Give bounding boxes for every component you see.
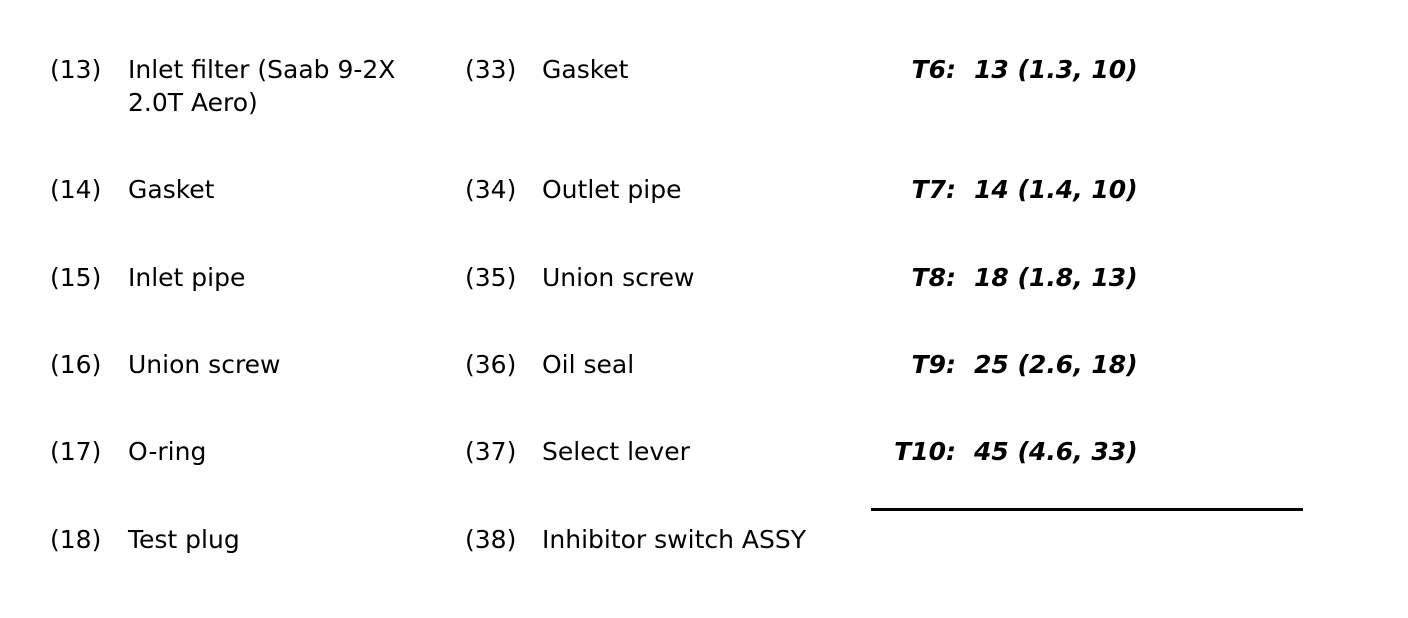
part-name-label: O-ring <box>128 437 207 466</box>
part-ref-number: (35) <box>465 263 517 292</box>
part-name-label: Gasket <box>542 55 629 84</box>
part-name-label: Union screw <box>542 263 695 292</box>
torque-value: 45 (4.6, 33) <box>974 437 1138 466</box>
part-name-label: Select lever <box>542 437 690 466</box>
torque-value: 13 (1.3, 10) <box>974 55 1138 84</box>
torque-label: T10: <box>894 437 956 466</box>
part-ref-number: (34) <box>465 175 517 204</box>
part-ref-number: (18) <box>50 525 102 554</box>
part-name-label: Inlet pipe <box>128 263 246 292</box>
part-name-label: Gasket <box>128 175 215 204</box>
part-ref-number: (17) <box>50 437 102 466</box>
part-name-label: Union screw <box>128 350 281 379</box>
part-name-label: Oil seal <box>542 350 635 379</box>
part-ref-number: (36) <box>465 350 517 379</box>
torque-label: T6: <box>911 55 956 84</box>
torque-label: T7: <box>911 175 956 204</box>
torque-value: 18 (1.8, 13) <box>974 263 1138 292</box>
part-name-label: Outlet pipe <box>542 175 682 204</box>
part-ref-number: (38) <box>465 525 517 554</box>
torque-label: T8: <box>911 263 956 292</box>
part-ref-number: (37) <box>465 437 517 466</box>
torque-label: T9: <box>911 350 956 379</box>
torque-value: 14 (1.4, 10) <box>974 175 1138 204</box>
part-name-label: Inlet filter (Saab 9-2X 2.0T Aero) <box>128 55 396 117</box>
part-ref-number: (14) <box>50 175 102 204</box>
part-ref-number: (16) <box>50 350 102 379</box>
torque-table-bottom-rule <box>871 508 1303 511</box>
part-ref-number: (15) <box>50 263 102 292</box>
part-name-label: Inhibitor switch ASSY <box>542 525 807 554</box>
part-name-label: Test plug <box>128 525 240 554</box>
part-ref-number: (13) <box>50 55 102 84</box>
part-ref-number: (33) <box>465 55 517 84</box>
torque-value: 25 (2.6, 18) <box>974 350 1138 379</box>
